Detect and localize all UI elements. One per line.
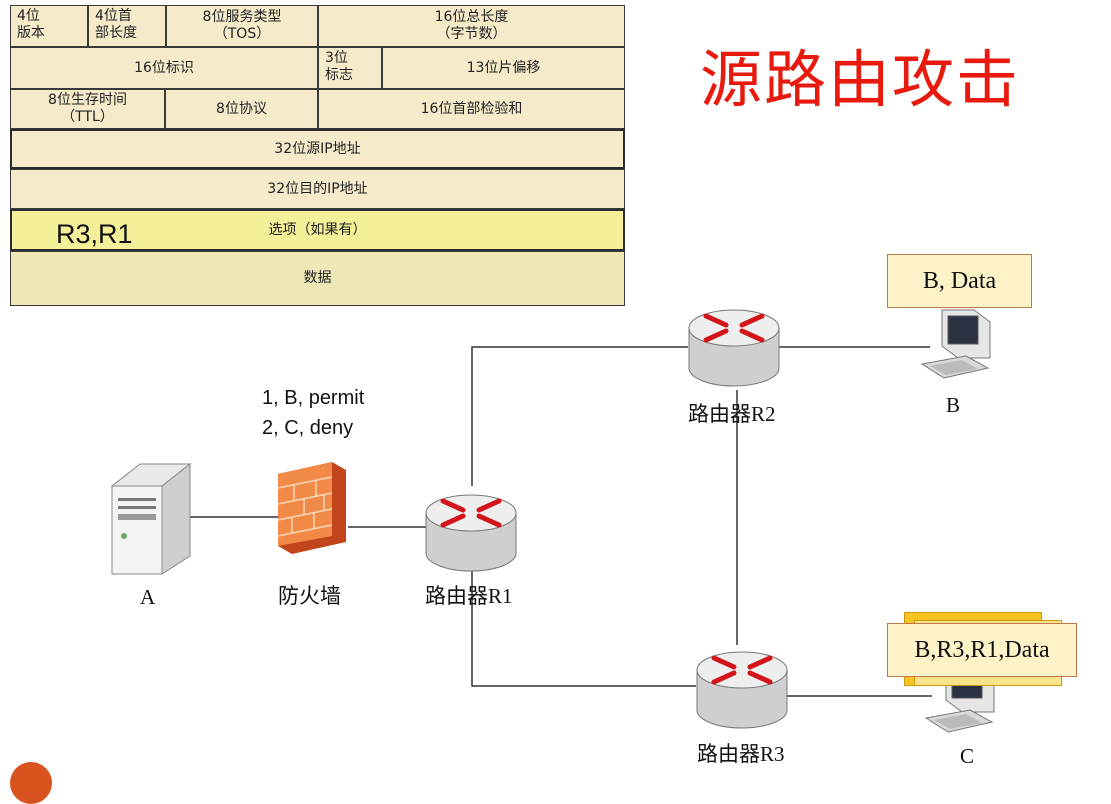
host-c-label: C [960, 744, 975, 768]
field-total-length: 16位总长度 （字节数） [318, 5, 625, 47]
field-dst-ip: 32位目的IP地址 [10, 169, 625, 209]
server-icon [110, 462, 192, 575]
field-identification: 16位标识 [10, 47, 318, 89]
router-icon-r3 [696, 651, 788, 729]
firewall-rule-1: 1, B, permit [262, 387, 365, 409]
host-b-label: B [946, 393, 961, 417]
field-src-ip: 32位源IP地址 [10, 129, 625, 169]
field-checksum: 16位首部检验和 [318, 89, 625, 129]
firewall-rule-2: 2, C, deny [262, 417, 354, 439]
field-options: 选项（如果有） [10, 209, 625, 251]
field-fragment-offset: 13位片偏移 [382, 47, 625, 89]
firewall-icon [277, 462, 346, 554]
link-r1-r3 [471, 570, 696, 687]
field-ttl: 8位生存时间 （TTL） [10, 89, 165, 129]
page-title: 源路由攻击 [700, 43, 1021, 116]
field-version: 4位 版本 [10, 5, 88, 47]
host-a-label: A [140, 585, 156, 609]
router-icon-r2 [688, 309, 780, 387]
field-protocol: 8位协议 [165, 89, 318, 129]
computer-icon-b [920, 309, 991, 379]
packet-to-b: B, Data [887, 254, 1032, 308]
options-route-value: R3,R1 [56, 219, 133, 249]
field-data: 数据 [10, 251, 625, 306]
field-header-length: 4位首 部长度 [88, 5, 166, 47]
field-flags: 3位 标志 [318, 47, 382, 89]
link-r1-r2 [471, 346, 688, 486]
firewall-label: 防火墙 [278, 584, 341, 608]
router-r2-label: 路由器R2 [688, 402, 776, 426]
router-icon-r1 [425, 494, 517, 572]
field-tos: 8位服务类型 （TOS） [166, 5, 318, 47]
diagram-stage: 4位 版本 4位首 部长度 8位服务类型 （TOS） 16位总长度 （字节数） … [10, 5, 1077, 804]
network-links [190, 346, 932, 697]
packet-to-c: B,R3,R1,Data [887, 623, 1077, 677]
router-r1-label: 路由器R1 [425, 584, 513, 608]
router-r3-label: 路由器R3 [697, 742, 785, 766]
decorative-circle [10, 762, 52, 804]
